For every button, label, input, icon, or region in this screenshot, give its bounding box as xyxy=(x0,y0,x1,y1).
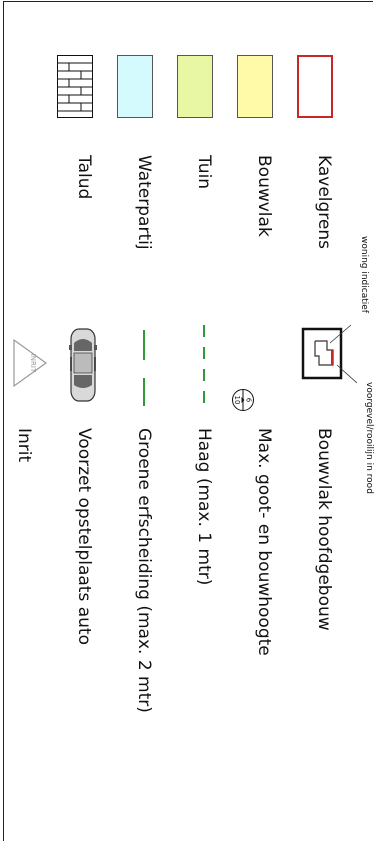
woning-annotation: woning indicatief xyxy=(359,236,369,313)
waterpartij-swatch xyxy=(117,55,153,118)
solid-green-line-icon xyxy=(143,330,145,406)
groene-erfscheiding-label: Groene erfscheiding (max. 2 mtr) xyxy=(134,428,154,713)
height-circle-icon: 6 10 xyxy=(232,389,254,411)
max-goothoogte-value: 6 xyxy=(245,398,253,403)
talud-label: Talud xyxy=(74,155,94,200)
bouwvlak-swatch xyxy=(237,55,273,118)
kavelgrens-swatch xyxy=(297,55,333,118)
entrance-triangle-icon: INRIT xyxy=(13,338,48,388)
car-icon xyxy=(69,328,97,402)
haag-label: Haag (max. 1 mtr) xyxy=(194,428,214,586)
tuin-swatch xyxy=(177,55,213,118)
legend-frame xyxy=(3,1,373,841)
max-bouwhoogte-value: 10 xyxy=(233,396,241,405)
bouwvlak-hoofdgebouw-label: Bouwvlak hoofdgebouw xyxy=(314,428,334,631)
inrit-label: Inrit xyxy=(14,428,34,463)
waterpartij-label: Waterpartij xyxy=(134,155,154,250)
bouwvlak-label: Bouwvlak xyxy=(254,155,274,237)
dashed-green-line-icon xyxy=(203,325,205,405)
voorzet-opstelplaats-label: Voorzet opstelplaats auto xyxy=(74,428,94,645)
max-goot-bouwhoogte-label: Max. goot- en bouwhoogte xyxy=(254,428,274,656)
inrit-mark: INRIT xyxy=(29,354,37,373)
tuin-label: Tuin xyxy=(194,155,214,190)
building-plot-icon xyxy=(301,324,358,384)
voorgevel-annotation: voorgevel/rooilijn in rood xyxy=(364,382,374,494)
talud-hatch-icon xyxy=(57,55,93,118)
kavelgrens-label: Kavelgrens xyxy=(314,155,334,250)
